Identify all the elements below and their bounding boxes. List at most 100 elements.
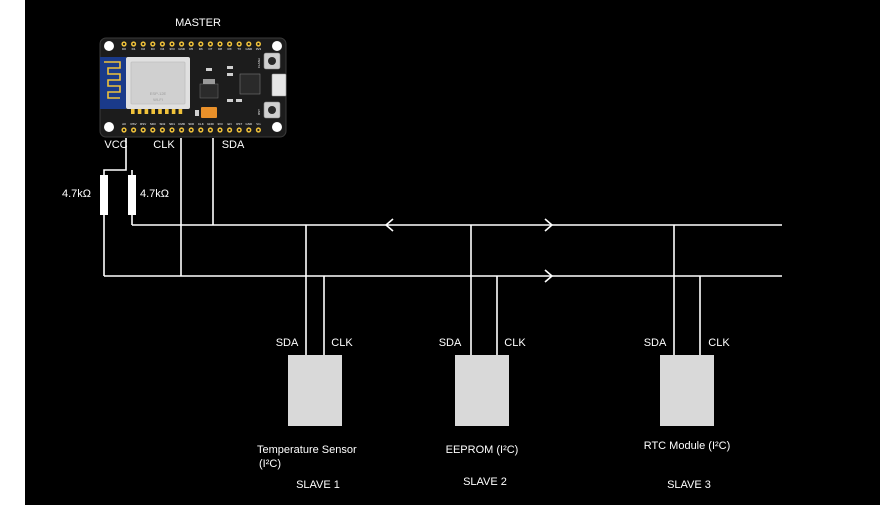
header-pin-hole [151,42,154,46]
module-pad [151,109,155,114]
mount-hole-icon [104,41,114,51]
pullup-resistor-1 [100,175,108,215]
slave1-sda-label: SDA [276,337,299,349]
slave-2: SDA CLK EEPROM (I²C) SLAVE 2 [439,337,527,488]
module-pad [137,109,142,114]
slave1-caption: SLAVE 1 [296,479,340,491]
header-pin-label: D6 [199,47,203,51]
slave1-device [288,355,342,426]
voltage-regulator [199,83,219,99]
header-pin-label: GND [178,47,186,51]
header-pin-label: A0 [122,122,126,126]
module-pads [131,109,183,114]
header-pin-label: CMD [178,122,186,126]
header-pin-hole [238,42,241,46]
header-pin-hole [170,42,174,46]
top-pin-row [121,41,261,47]
antenna-trace-icon [104,61,121,99]
header-pin-label: 3V3 [217,122,223,126]
usb-port-icon [271,73,287,97]
header-pin-hole [257,128,260,132]
slave2-sda-label: SDA [439,337,462,349]
header-pin-label: D1 [132,47,136,51]
resistor-2-value: 4.7kΩ [140,188,169,200]
module-pad [178,109,183,114]
regulator-tab [203,79,215,84]
reset-button-cap [268,106,276,114]
slave3-name: RTC Module (I²C) [644,440,731,452]
slave2-clk-label: CLK [504,337,526,349]
smd-component [227,99,233,102]
header-pin-hole [132,128,135,132]
header-pin-label: D2 [141,47,145,51]
mount-hole-icon [272,41,282,51]
header-pin-label: D4 [160,47,164,51]
master-clk-label: CLK [153,139,175,151]
slave3-caption: SLAVE 3 [667,479,711,491]
header-pin-label: D3 [151,47,155,51]
esp-antenna [100,57,126,109]
header-pin-label: D8 [218,47,222,51]
slave1-name-suffix: (I²C) [259,458,281,470]
header-pin-label: GND [207,122,215,126]
header-pin-hole [199,128,202,132]
reset-button-label: RST [257,109,261,115]
slave3-device [660,355,714,426]
header-pin-label: CLK [198,122,204,126]
header-pin-label: SD0 [188,122,194,126]
wires [103,138,782,356]
clk-right-arrow-icon [544,269,554,283]
usb-chip [239,73,261,95]
smd-component [195,110,199,116]
header-pin-hole [257,42,260,46]
mount-hole-icon [104,122,114,132]
flash-button-label: FLASH [257,58,261,68]
vcc-wire [103,138,133,175]
sda-left-arrow-icon [384,218,394,232]
esp-module-sublabel: WI-FI [153,97,163,102]
smd-component [236,99,242,102]
header-pin-hole [247,42,250,46]
header-pin-hole [228,128,231,132]
mount-hole-icon [272,122,282,132]
header-pin-hole [218,42,222,46]
resistor-1-value: 4.7kΩ [62,188,91,200]
slave1-clk-label: CLK [331,337,353,349]
header-pin-label: RX [228,47,232,51]
header-pin-hole [132,42,135,46]
header-pin-hole [238,128,241,132]
module-pad [158,109,162,114]
module-pad [165,109,169,114]
header-pin-label: RSV [131,122,137,126]
header-pin-label: SD2 [159,122,165,126]
header-pin-hole [161,128,164,132]
header-pin-hole [218,128,222,132]
header-pin-hole [142,42,145,46]
master-vcc-label: VCC [104,139,127,151]
header-pin-hole [209,42,212,46]
sda-right-arrow-icon [544,218,554,232]
pullup-resistor-2 [128,175,136,215]
header-pin-hole [122,42,126,46]
header-pin-label: GND [245,122,253,126]
module-pad [171,109,176,114]
header-pin-label: RST [236,122,242,126]
slave1-name: Temperature Sensor [257,444,357,456]
header-pin-hole [180,42,183,46]
header-pin-hole [190,128,193,132]
slave2-name: EEPROM (I²C) [446,444,519,456]
header-pin-hole [228,42,231,46]
header-pin-hole [180,128,183,132]
slave-3: SDA CLK RTC Module (I²C) SLAVE 3 [644,337,731,491]
header-pin-label: TX [237,47,241,51]
header-pin-hole [190,42,193,46]
header-pin-hole [247,128,250,132]
header-pin-hole [161,42,164,46]
slave2-caption: SLAVE 2 [463,476,507,488]
header-pin-label: SD1 [169,122,175,126]
header-pin-hole [170,128,174,132]
smd-component [227,73,233,76]
header-pin-hole [151,128,154,132]
